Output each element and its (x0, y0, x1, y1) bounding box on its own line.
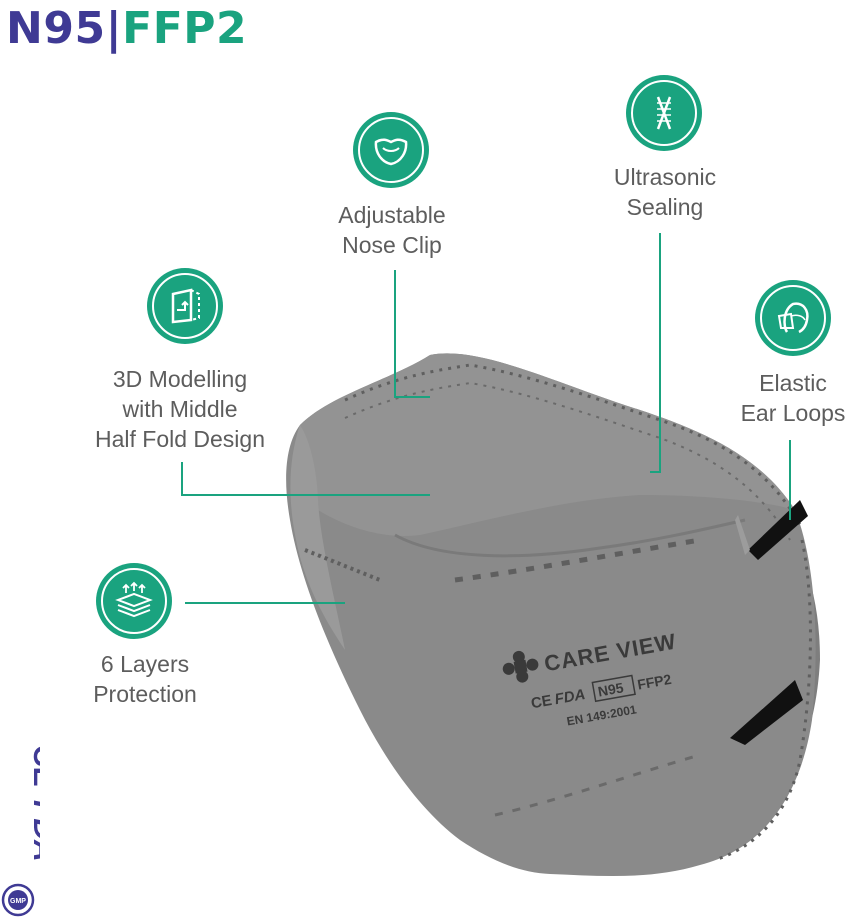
ultrasonic-label-line-1: Ultrasonic (613, 164, 717, 190)
fold-design-label-line-1: 3D Modelling (112, 366, 248, 392)
3d-fold-icon (147, 268, 223, 344)
layers-label-line-2: Protection (93, 681, 197, 707)
fold-design-label: 3D Modelling with Middle Half Fold Desig… (70, 364, 290, 454)
title-separator: | (105, 3, 123, 54)
nose-clip-label-line-1: Adjustable (338, 202, 446, 228)
layers-label-line-1: 6 Layers (100, 651, 190, 677)
fold-design-label-line-3: Half Fold Design (94, 426, 266, 452)
ear-loops-label-line-1: Elastic (759, 370, 827, 396)
layers-icon (96, 563, 172, 639)
mask-ffp2-mark: FFP2 (636, 671, 673, 693)
ultrasonic-sealing-icon (626, 75, 702, 151)
ear-loops-label: Elastic Ear Loops (703, 368, 850, 428)
ce-mark: CE (27, 745, 40, 787)
certification-marks: CE FDA GMP (1, 745, 40, 917)
gmp-seal-icon: GMP (1, 883, 35, 917)
ultrasonic-label-line-2: Sealing (626, 194, 704, 220)
nose-clip-label: Adjustable Nose Clip (292, 200, 492, 260)
page-title: N95|FFP2 (6, 2, 247, 56)
mask-n95-mark: N95 (597, 679, 625, 699)
ear-loops-label-line-2: Ear Loops (740, 400, 846, 426)
title-n95: N95 (6, 3, 106, 54)
fda-mark: FDA (27, 800, 40, 862)
mask-fda-mark: FDA (553, 686, 586, 708)
layers-label: 6 Layers Protection (60, 649, 230, 709)
ear-loop-icon (755, 280, 831, 356)
nose-clip-icon (353, 112, 429, 188)
fold-design-label-line-2: with Middle (122, 396, 238, 422)
mask-ce-mark: CE (530, 692, 553, 712)
nose-clip-label-line-2: Nose Clip (342, 232, 442, 258)
gmp-mark: GMP (10, 898, 26, 905)
care-view-logo-icon (502, 650, 539, 683)
ultrasonic-label: Ultrasonic Sealing (565, 162, 765, 222)
title-ffp2: FFP2 (122, 3, 248, 54)
